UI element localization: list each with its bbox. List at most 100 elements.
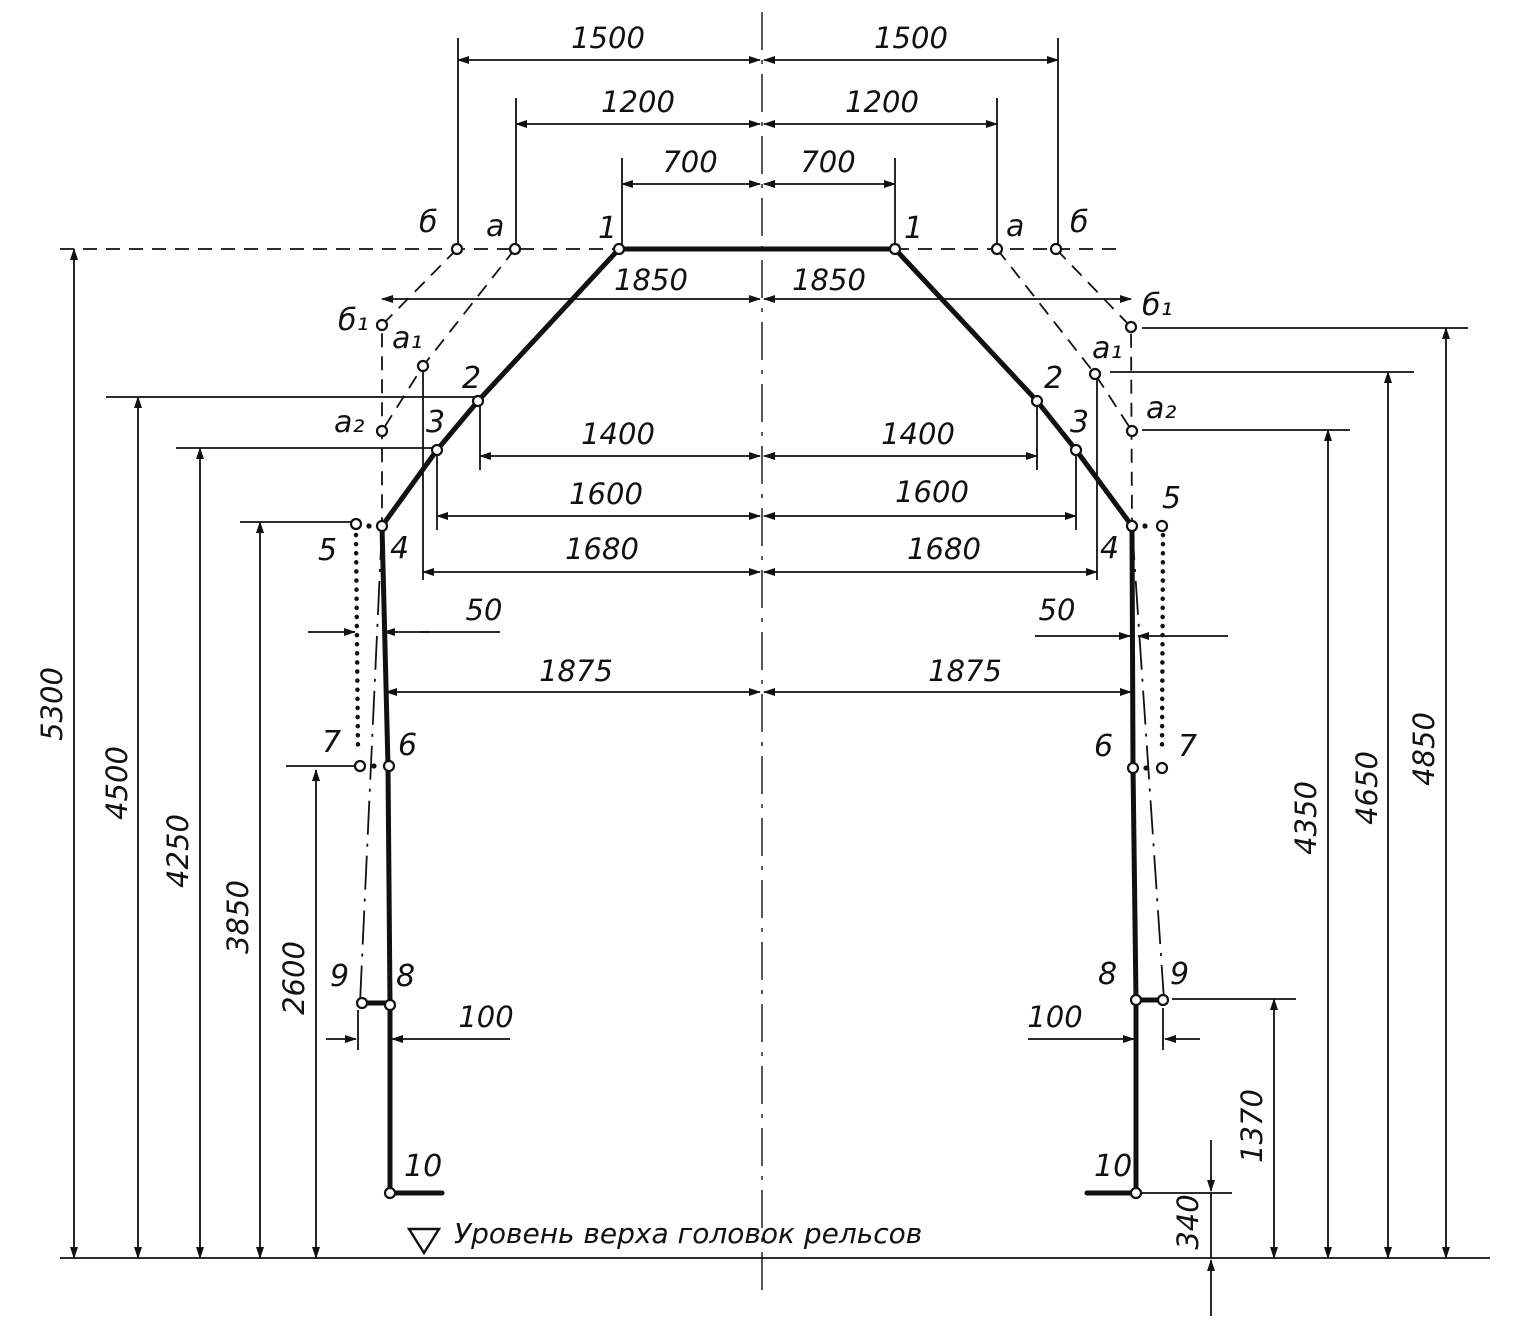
node-a1-right — [1088, 367, 1102, 381]
dim-50-right: 50 — [1039, 593, 1076, 627]
dim-1680-left: 1680 — [565, 532, 639, 566]
rail-level-caption: Уровень верха головок рельсов — [406, 1217, 922, 1256]
label-8-left: 8 — [396, 959, 415, 994]
dim-1600-right: 1600 — [895, 475, 969, 509]
dim-700-right: 700 — [800, 145, 855, 179]
outline-a-right — [996, 248, 1133, 432]
node-b-left — [450, 242, 464, 256]
node-7-right — [1155, 761, 1169, 775]
dim-1850-left: 1850 — [614, 263, 688, 297]
label-7-left: 7 — [322, 725, 341, 760]
node-a-right — [990, 242, 1004, 256]
dim-4250: 4250 — [161, 814, 195, 888]
outline-b-right — [1055, 248, 1133, 527]
node-b-right — [1049, 242, 1063, 256]
node-8-right — [1129, 993, 1143, 1007]
dim-2600: 2600 — [277, 941, 311, 1015]
dim-1875-left: 1875 — [539, 654, 613, 688]
label-1-right: 1 — [904, 211, 923, 246]
dim-1500-left: 1500 — [571, 21, 645, 55]
dim-1200-left: 1200 — [601, 85, 675, 119]
dim-3850: 3850 — [221, 880, 255, 954]
label-b-left: б — [419, 205, 438, 240]
node-b1-left — [375, 318, 389, 332]
node-6-right — [1126, 761, 1140, 775]
node-5-right — [1155, 519, 1169, 533]
point-labels: 1 1 a a б б б₁ б₁ a₁ a₁ a₂ a₂ 2 2 3 3 4 … — [318, 205, 1197, 1184]
label-4-left: 4 — [390, 531, 409, 566]
label-1-left: 1 — [598, 211, 617, 246]
node-4-right — [1125, 519, 1139, 533]
label-9-left: 9 — [330, 959, 349, 994]
dim-50-left: 50 — [466, 593, 503, 627]
node-a-left — [508, 242, 522, 256]
dim-1400-left: 1400 — [581, 417, 655, 451]
dim-1600-left: 1600 — [569, 477, 643, 511]
node-10-left — [383, 1186, 397, 1200]
node-3-right — [1069, 443, 1083, 457]
dim-340: 340 — [1171, 1194, 1205, 1249]
dim-1200-right: 1200 — [845, 85, 919, 119]
node-7-left — [353, 759, 367, 773]
label-6-right: 6 — [1094, 729, 1113, 764]
dim-1400-right: 1400 — [881, 417, 955, 451]
dim-1680-right: 1680 — [907, 532, 981, 566]
caption-text: Уровень верха головок рельсов — [454, 1217, 922, 1250]
dim-1370: 1370 — [1235, 1089, 1269, 1163]
label-6-left: 6 — [398, 728, 417, 763]
main-gauge-outline — [379, 246, 1139, 1195]
label-b-right: б — [1070, 205, 1089, 240]
node-9-left — [355, 996, 369, 1010]
label-a2-right: a₂ — [1146, 391, 1176, 426]
dashdot-4-9-left — [359, 525, 383, 1004]
label-9-right: 9 — [1170, 957, 1189, 992]
label-3-left: 3 — [426, 405, 445, 440]
dimension-labels: 1500 1500 1200 1200 700 700 1850 1850 14… — [35, 21, 1441, 1250]
label-b1-left: б₁ — [338, 303, 369, 338]
label-a-right: a — [1006, 209, 1024, 244]
horizontal-dimensions — [308, 38, 1228, 1050]
node-10-right — [1129, 1186, 1143, 1200]
label-a1-left: a₁ — [392, 321, 422, 356]
dim-1500-right: 1500 — [874, 21, 948, 55]
node-a2-left — [375, 424, 389, 438]
dim-100-right: 100 — [1027, 1000, 1082, 1034]
label-7-right: 7 — [1178, 729, 1197, 764]
dim-4350: 4350 — [1289, 781, 1323, 855]
dim-700-left: 700 — [662, 145, 717, 179]
dim-1850-right: 1850 — [792, 263, 866, 297]
label-2-left: 2 — [462, 361, 481, 396]
node-b1-right — [1124, 320, 1138, 334]
label-b1-right: б₁ — [1142, 288, 1173, 323]
node-9-right — [1156, 993, 1170, 1007]
node-2-right — [1030, 394, 1044, 408]
node-6-left — [382, 759, 396, 773]
vertical-dimensions — [70, 248, 1468, 1316]
gauge-points — [349, 242, 1170, 1200]
node-4-left — [375, 519, 389, 533]
node-1-right — [888, 242, 902, 256]
node-8-left — [383, 998, 397, 1012]
label-4-right: 4 — [1100, 531, 1119, 566]
outline-b-left — [381, 248, 458, 526]
dim-1875-right: 1875 — [928, 654, 1002, 688]
label-5-right: 5 — [1162, 481, 1181, 516]
label-a2-left: a₂ — [334, 405, 364, 440]
label-8-right: 8 — [1098, 957, 1117, 992]
label-a-left: a — [486, 209, 504, 244]
dim-5300: 5300 — [35, 667, 69, 741]
label-2-right: 2 — [1044, 361, 1063, 396]
dim-4650: 4650 — [1350, 751, 1384, 825]
dim-4500: 4500 — [100, 746, 134, 820]
node-1-left — [612, 242, 626, 256]
dim-100-left: 100 — [458, 1000, 513, 1034]
node-a2-right — [1125, 424, 1139, 438]
dim-4850: 4850 — [1407, 712, 1441, 786]
label-10-left: 10 — [404, 1149, 442, 1184]
label-a1-right: a₁ — [1092, 331, 1122, 366]
structure-lines — [60, 12, 1490, 1295]
node-a1-left — [416, 359, 430, 373]
label-5-left: 5 — [318, 533, 337, 568]
dashdot-4-9-right — [1131, 525, 1165, 1001]
